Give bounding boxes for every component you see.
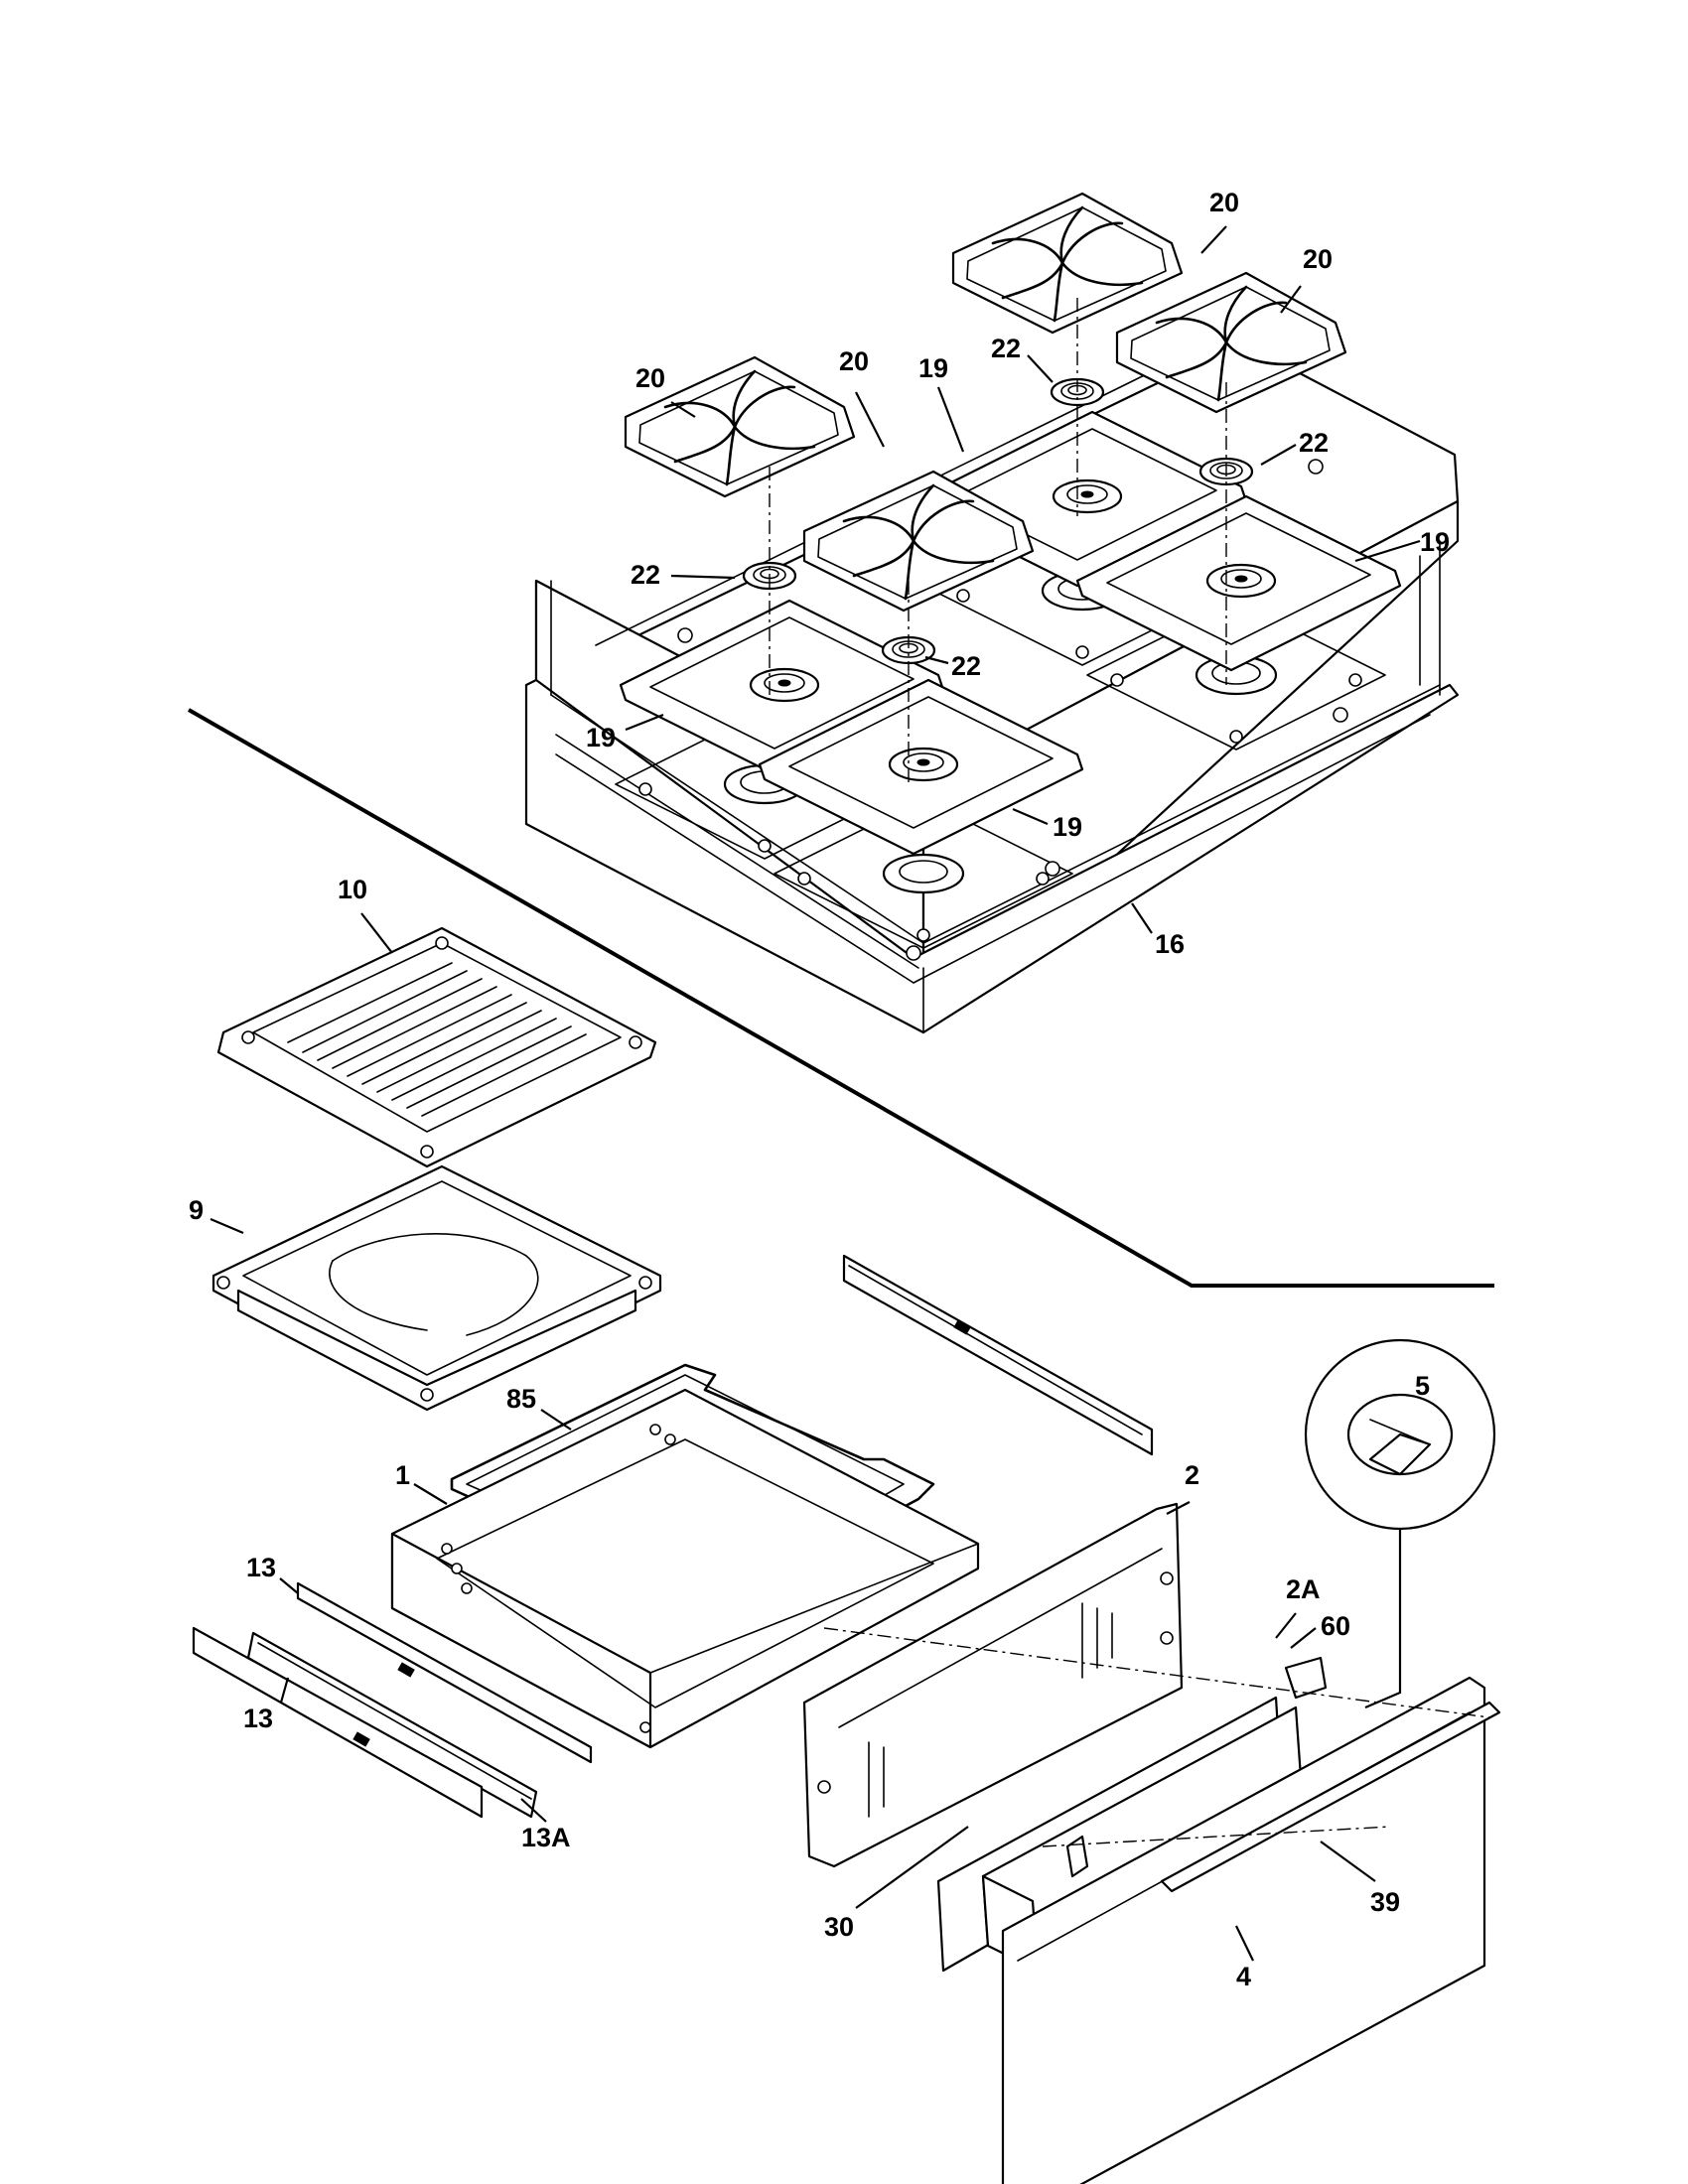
drawer-slides — [192, 1254, 1154, 1819]
callout-20c: 20 — [635, 363, 665, 393]
callout-19b: 19 — [1420, 527, 1450, 557]
callout-22d: 22 — [951, 651, 981, 681]
callout-13b: 13 — [243, 1704, 273, 1733]
callout-13a: 13 — [246, 1553, 276, 1582]
callout-85: 85 — [506, 1384, 536, 1414]
callout-39: 39 — [1370, 1887, 1400, 1917]
callout-22a: 22 — [991, 334, 1021, 363]
callout-19d: 19 — [1053, 812, 1082, 842]
grill-grate — [216, 926, 657, 1168]
grill-pan — [211, 1164, 662, 1412]
callout-20a: 20 — [1209, 188, 1239, 217]
knob-detail-inset — [1304, 1338, 1496, 1709]
drawer-body — [390, 1388, 980, 1749]
callout-30: 30 — [824, 1912, 854, 1942]
callout-60: 60 — [1321, 1611, 1350, 1641]
callout-10: 10 — [338, 875, 367, 904]
callout-19c: 19 — [586, 723, 616, 752]
drawer-liner-panel — [802, 1502, 1184, 1868]
callout-2A: 2A — [1286, 1574, 1321, 1604]
callout-22b: 22 — [1299, 428, 1329, 458]
drawer-front-assembly — [823, 1627, 1501, 2184]
callout-9: 9 — [189, 1195, 204, 1225]
callout-2: 2 — [1185, 1460, 1199, 1490]
assembly-centerlines — [769, 298, 1227, 784]
callout-19a: 19 — [918, 353, 948, 383]
callout-22c: 22 — [631, 560, 660, 590]
callout-13A: 13A — [521, 1823, 571, 1852]
callout-16: 16 — [1155, 929, 1185, 959]
callout-leaders — [210, 225, 1421, 1962]
callout-20d: 20 — [839, 346, 869, 376]
section-divider-line — [188, 708, 1494, 1288]
callout-4: 4 — [1236, 1962, 1251, 1991]
callout-20b: 20 — [1303, 244, 1333, 274]
callout-1: 1 — [395, 1460, 410, 1490]
callout-5: 5 — [1415, 1371, 1430, 1401]
callout-labels: 20 20 20 20 19 19 19 19 22 22 22 22 16 1… — [189, 188, 1450, 1991]
